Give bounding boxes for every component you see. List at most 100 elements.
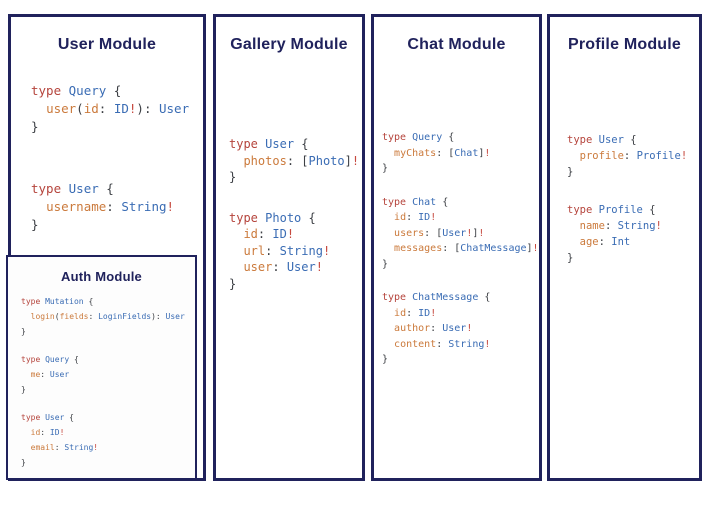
code-line: me: User	[21, 367, 195, 382]
code-token: type	[382, 196, 407, 208]
code-listing: type Query { user(id: ID!): User}type Us…	[31, 82, 203, 234]
code-token: id	[83, 101, 99, 116]
code-token	[229, 260, 243, 274]
code-line: type Mutation {	[21, 294, 195, 309]
code-token: ID	[272, 227, 287, 241]
code-token: !	[484, 338, 491, 350]
code-token: ]	[472, 227, 479, 239]
code-token: LoginFields	[98, 312, 152, 321]
code-line: type Profile {	[567, 202, 699, 218]
code-token: !	[478, 227, 485, 239]
code-token	[567, 150, 580, 162]
code-token: age	[579, 236, 599, 248]
code-token: id	[30, 428, 41, 437]
code-line: type Photo {	[229, 210, 362, 227]
code-line: profile: Profile!	[567, 148, 699, 164]
code-line: user: User!	[229, 259, 362, 276]
code-token: User	[265, 137, 295, 151]
code-token: Query	[412, 132, 443, 143]
code-block: type Mutation { login(fields: LoginField…	[21, 294, 195, 339]
code-token	[21, 312, 31, 321]
code-token: }	[31, 217, 39, 232]
code-listing: type Query { myChats: [Chat]!}type Chat …	[382, 130, 539, 368]
code-token: :	[406, 212, 419, 223]
code-token: ]	[344, 153, 352, 168]
code-token: !	[680, 150, 688, 162]
code-token: :	[257, 227, 273, 241]
code-token	[567, 236, 580, 248]
code-token: : [	[436, 147, 455, 159]
code-line: author: User!	[382, 321, 539, 337]
code-token: String	[64, 443, 94, 452]
code-listing: type User { photos: [Photo]!} type Photo …	[229, 136, 362, 292]
code-token: ID	[418, 307, 431, 319]
code-token: type	[229, 137, 258, 151]
code-token	[21, 443, 31, 452]
code-token: String	[617, 220, 656, 232]
code-token: :	[623, 150, 637, 162]
panel-title: Chat Module	[407, 36, 506, 53]
code-token: ID	[418, 212, 431, 223]
code-token: User	[165, 312, 185, 321]
code-token: Profile	[636, 150, 681, 162]
code-token: ):	[151, 312, 166, 321]
code-token: Int	[611, 236, 631, 248]
code-token: {	[64, 413, 74, 422]
code-token: url	[243, 243, 266, 258]
code-token	[382, 212, 394, 223]
code-line: }	[382, 352, 539, 368]
code-token: ]	[526, 243, 533, 254]
code-token: :	[265, 243, 280, 258]
code-token: ]	[478, 147, 485, 159]
code-token: {	[294, 137, 309, 151]
code-line: }	[382, 161, 539, 177]
code-token: !	[430, 307, 437, 319]
code-token: {	[83, 297, 94, 306]
code-token: !	[655, 220, 662, 232]
code-token: id	[394, 212, 407, 223]
code-token: (	[54, 312, 60, 321]
code-block: type User { profile: Profile!}	[567, 132, 699, 180]
module-panel-chat: Chat Module type Query { myChats: [Chat]…	[371, 14, 542, 481]
code-token: type	[382, 132, 407, 143]
code-line: users: [User!]!	[382, 226, 539, 242]
code-block: type User { username: String!}	[31, 180, 203, 234]
code-token: !	[166, 199, 175, 214]
code-line: id: ID!	[229, 226, 362, 243]
code-token: }	[382, 354, 389, 365]
code-token: }	[21, 327, 26, 336]
code-line: name: String!	[567, 218, 699, 234]
code-token: type	[31, 181, 62, 196]
code-token: ChatMessage	[412, 292, 479, 303]
code-token: :	[604, 220, 618, 232]
code-block: type User { photos: [Photo]!}	[229, 136, 362, 186]
module-panel-user: User Module type Query { user(id: ID!): …	[6, 14, 206, 481]
code-token: Photo	[265, 210, 302, 225]
code-token	[382, 339, 394, 350]
code-block: type Photo { id: ID! url: String! user: …	[229, 210, 362, 293]
code-token: : [	[424, 227, 443, 239]
code-token	[229, 227, 243, 241]
code-token: Chat	[454, 147, 479, 159]
code-line: username: String!	[31, 198, 203, 216]
code-token: :	[598, 236, 612, 248]
code-line: }	[31, 118, 203, 136]
code-line: messages: [ChatMessage]!	[382, 241, 539, 257]
code-token: Photo	[308, 153, 345, 168]
code-token: photos	[243, 153, 287, 168]
code-token	[31, 101, 46, 116]
code-block: type Profile { name: String! age: Int}	[567, 202, 699, 266]
code-line: user(id: ID!): User	[31, 100, 203, 118]
code-token: !	[315, 260, 323, 274]
code-token: username	[46, 199, 107, 214]
code-line: email: String!	[21, 440, 195, 455]
code-token: User	[45, 413, 65, 422]
code-token: User	[598, 134, 624, 146]
code-line: }	[229, 169, 362, 186]
code-token: profile	[579, 150, 624, 162]
code-token: type	[382, 292, 407, 303]
code-token: type	[567, 134, 593, 146]
code-token	[61, 83, 69, 98]
code-token: User	[442, 323, 467, 334]
module-panel-gallery: Gallery Module type User { photos: [Phot…	[213, 14, 365, 481]
